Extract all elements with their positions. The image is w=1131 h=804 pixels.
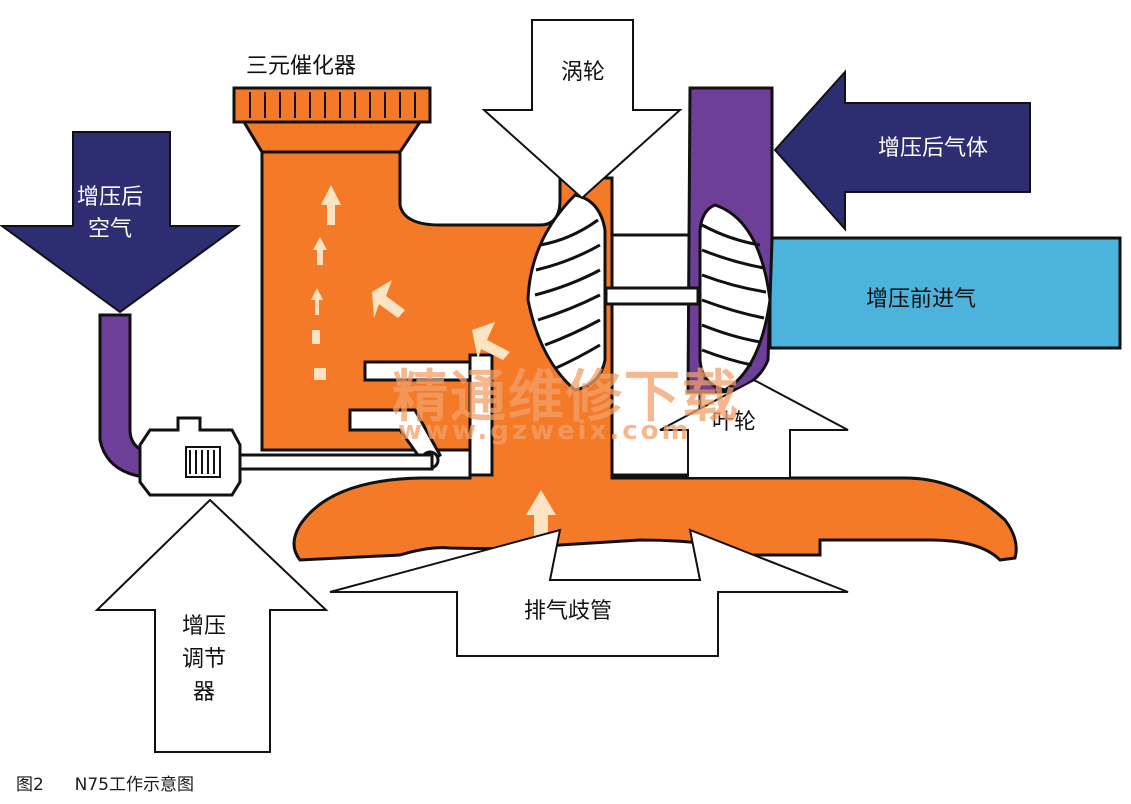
boosted-gas-label: 增压后气体 bbox=[878, 136, 989, 161]
figure-caption: 图2 N75工作示意图 bbox=[16, 770, 194, 795]
impeller-blades bbox=[701, 223, 767, 367]
catalyst-neck bbox=[241, 120, 423, 154]
boost-regulator-label: 增压调节器 bbox=[181, 614, 226, 705]
impeller-label: 叶轮 bbox=[711, 410, 756, 435]
turbo-shaft bbox=[604, 286, 700, 306]
figure-number: 图2 bbox=[16, 775, 44, 795]
pre-boost-intake-label: 增压前进气 bbox=[866, 287, 977, 312]
boosted-air-label: 增压后空气 bbox=[76, 185, 143, 242]
wastegate-port bbox=[468, 353, 494, 477]
intake-pipe bbox=[768, 236, 1122, 350]
figure-title: N75工作示意图 bbox=[74, 775, 194, 795]
catalyst-label: 三元催化器 bbox=[246, 54, 357, 79]
actuator-rod bbox=[234, 453, 434, 471]
boost-regulator-arrow bbox=[94, 498, 329, 753]
catalyst-block bbox=[232, 86, 432, 124]
turbine-arrow bbox=[481, 19, 683, 200]
wastegate-flap bbox=[363, 360, 472, 382]
exhaust-manifold-arrow bbox=[329, 528, 849, 657]
catalyst-grille bbox=[249, 92, 416, 118]
turbine-label: 涡轮 bbox=[560, 60, 605, 85]
boosted-gas-arrow bbox=[773, 69, 1031, 232]
exhaust-manifold-label: 排气歧管 bbox=[524, 599, 613, 624]
boosted-air-arrow bbox=[0, 131, 242, 314]
impeller-arrow bbox=[659, 378, 849, 479]
turbine-blades bbox=[534, 218, 601, 370]
